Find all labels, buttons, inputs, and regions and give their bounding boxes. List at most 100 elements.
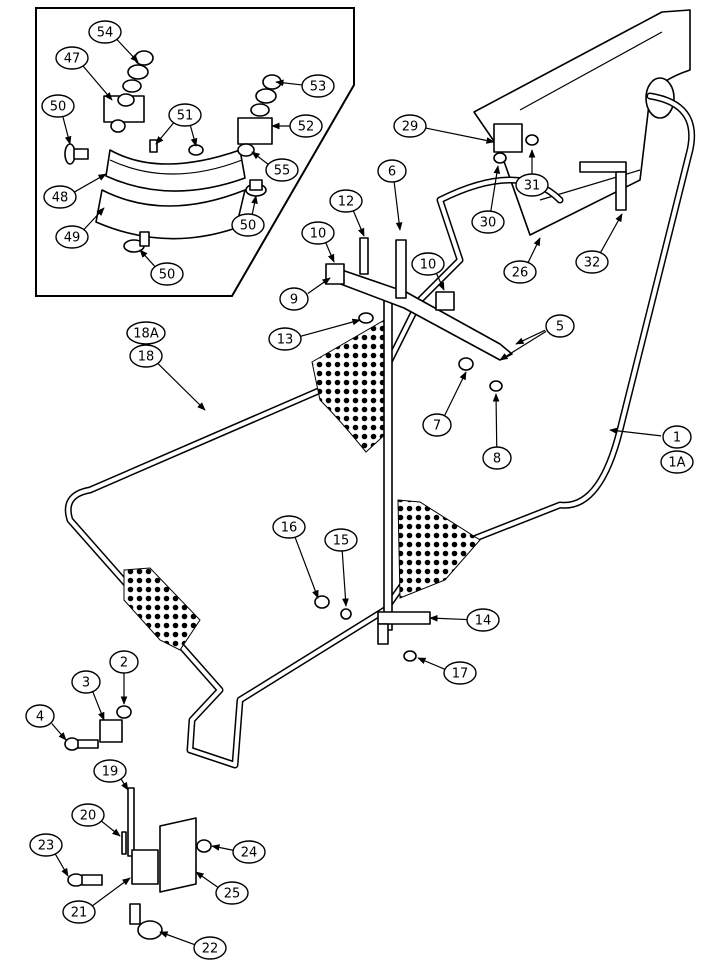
- callout-c47: 47: [55, 46, 89, 70]
- leader-line-c18: [157, 362, 206, 411]
- bolt-12: [359, 237, 369, 275]
- callout-c31: 31: [515, 173, 549, 197]
- nut-13: [358, 312, 374, 324]
- leader-line-c32: [599, 213, 623, 253]
- carriage-bolt-50c: [123, 231, 150, 253]
- callout-bubble: [268, 327, 302, 351]
- callout-c29: 29: [393, 114, 427, 138]
- callout-c30: 30: [471, 210, 505, 234]
- callout-label: 18A: [133, 327, 159, 342]
- callout-c16: 16: [272, 515, 306, 539]
- callout-label: 32: [584, 256, 601, 271]
- callout-bubble: [43, 185, 77, 209]
- leader-line-c47: [82, 65, 113, 101]
- bolt-23: [67, 873, 103, 887]
- callout-label: 50: [159, 268, 176, 283]
- callout-bubble: [660, 450, 694, 474]
- callout-c26: 26: [503, 260, 537, 284]
- callout-c15: 15: [324, 528, 358, 552]
- leader-line-c30: [490, 165, 501, 212]
- callout-bubble: [411, 252, 445, 276]
- callout-label: 8: [493, 452, 501, 467]
- callout-label: 51: [177, 109, 194, 124]
- callout-bubble: [41, 94, 75, 118]
- callout-label: 50: [240, 219, 257, 234]
- callout-c12: 12: [329, 189, 363, 213]
- callout-label: 16: [281, 521, 298, 536]
- callout-c18A: 18A: [126, 321, 166, 345]
- callout-label: 22: [202, 942, 219, 957]
- callout-c19: 19: [93, 759, 127, 783]
- callout-c13: 13: [268, 327, 302, 351]
- callout-bubble: [377, 159, 407, 183]
- callout-bubble: [29, 833, 63, 857]
- leader-line-c15: [341, 550, 349, 607]
- callout-c4: 4: [25, 704, 55, 728]
- leader-line-c24: [211, 844, 234, 851]
- leader-line-c14: [429, 614, 468, 622]
- callout-bubble: [193, 936, 227, 960]
- callout-c1: 1: [662, 425, 692, 449]
- leader-line-c4: [51, 723, 67, 741]
- bracket-29: [493, 123, 523, 153]
- callout-label: 52: [298, 120, 315, 135]
- callout-bubble: [301, 74, 335, 98]
- bracket-14: [377, 611, 431, 625]
- hinge-21: [131, 849, 159, 885]
- callout-c20: 20: [71, 803, 105, 827]
- callout-label: 55: [274, 164, 291, 179]
- shroud-26: [473, 9, 691, 236]
- nut-17: [403, 650, 417, 662]
- clamp-3: [99, 719, 123, 743]
- callout-bubble: [471, 210, 505, 234]
- callout-c23: 23: [29, 833, 63, 857]
- leader-line-c1: [609, 427, 662, 437]
- guard-plate-48: [105, 149, 246, 192]
- callout-c18: 18: [129, 344, 163, 368]
- callout-bubble: [503, 260, 537, 284]
- guard-plate-49: [95, 189, 246, 240]
- callout-bubble: [71, 670, 101, 694]
- bolt-4: [64, 737, 99, 751]
- callout-bubble: [55, 46, 89, 70]
- callout-c55: 55: [265, 158, 299, 182]
- callout-label: 21: [71, 906, 88, 921]
- guard-assembly: [64, 9, 696, 769]
- callout-c50a: 50: [41, 94, 75, 118]
- callout-c10a: 10: [301, 221, 335, 245]
- washer-15: [340, 608, 352, 620]
- callout-label: 17: [452, 667, 469, 682]
- callout-label: 20: [80, 809, 97, 824]
- callout-c6: 6: [377, 159, 407, 183]
- callout-label: 5: [556, 320, 564, 335]
- callout-bubble: [545, 314, 575, 338]
- plate-25: [159, 817, 197, 893]
- callout-bubble: [324, 528, 358, 552]
- callout-c9: 9: [279, 287, 309, 311]
- perforated-panel-lower: [397, 499, 481, 599]
- nut-55: [237, 143, 255, 157]
- leader-line-c19: [120, 778, 129, 791]
- leader-line-c51: [155, 122, 175, 145]
- leader-line-c12: [352, 210, 365, 237]
- carriage-bolt-50a: [64, 143, 89, 165]
- callout-c53: 53: [301, 74, 335, 98]
- perforated-panel-left: [123, 567, 201, 651]
- pin-19: [127, 787, 135, 857]
- callout-bubble: [279, 287, 309, 311]
- bracket-32: [579, 161, 627, 173]
- callout-label: 13: [277, 333, 294, 348]
- callout-label: 1A: [668, 456, 685, 471]
- leader-line-c50b: [251, 195, 258, 215]
- callout-label: 14: [475, 614, 492, 629]
- callout-label: 25: [224, 887, 241, 902]
- callout-bubble: [71, 803, 105, 827]
- inset-detail-box: [35, 7, 355, 297]
- leader-line-c8: [492, 393, 500, 448]
- callout-c25: 25: [215, 881, 249, 905]
- callout-bubble: [422, 413, 452, 437]
- nut-2: [116, 705, 132, 719]
- support-rod: [383, 299, 393, 631]
- leader-lines: [51, 38, 662, 946]
- callout-c24: 24: [232, 840, 266, 864]
